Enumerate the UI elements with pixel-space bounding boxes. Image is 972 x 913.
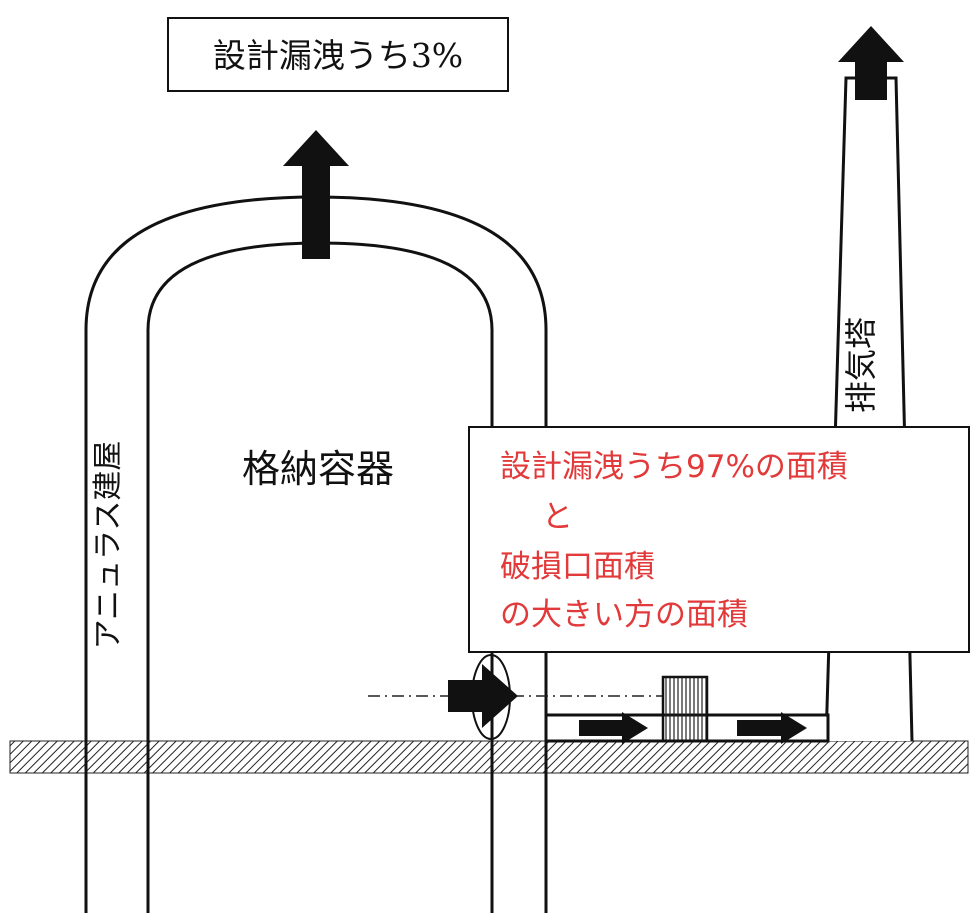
breach-arrow <box>448 664 518 728</box>
area-note-line4: の大きい方の面積 <box>500 597 748 633</box>
exhaust-stack-label: 排気塔 <box>842 317 880 413</box>
area-note-line1: 設計漏洩うち97%の面積 <box>500 449 848 485</box>
top-leak-box <box>167 17 509 92</box>
area-note-line3: 破損口面積 <box>500 549 655 585</box>
annulus-building-label: アニュラス建屋 <box>91 441 126 650</box>
duct-arrow-2 <box>737 712 807 744</box>
top-leak-label: 設計漏洩うち3% <box>213 36 463 75</box>
area-note-box <box>468 426 970 653</box>
containment-vessel-wall <box>146 241 494 913</box>
ground-hatch <box>9 740 969 774</box>
top-leak-arrow <box>283 130 349 259</box>
filter-unit <box>661 675 709 743</box>
area-note-line2: と <box>542 499 573 535</box>
stack-arrow <box>838 26 904 100</box>
duct-arrow-1 <box>579 712 648 744</box>
containment-vessel-label: 格納容器 <box>242 447 394 491</box>
